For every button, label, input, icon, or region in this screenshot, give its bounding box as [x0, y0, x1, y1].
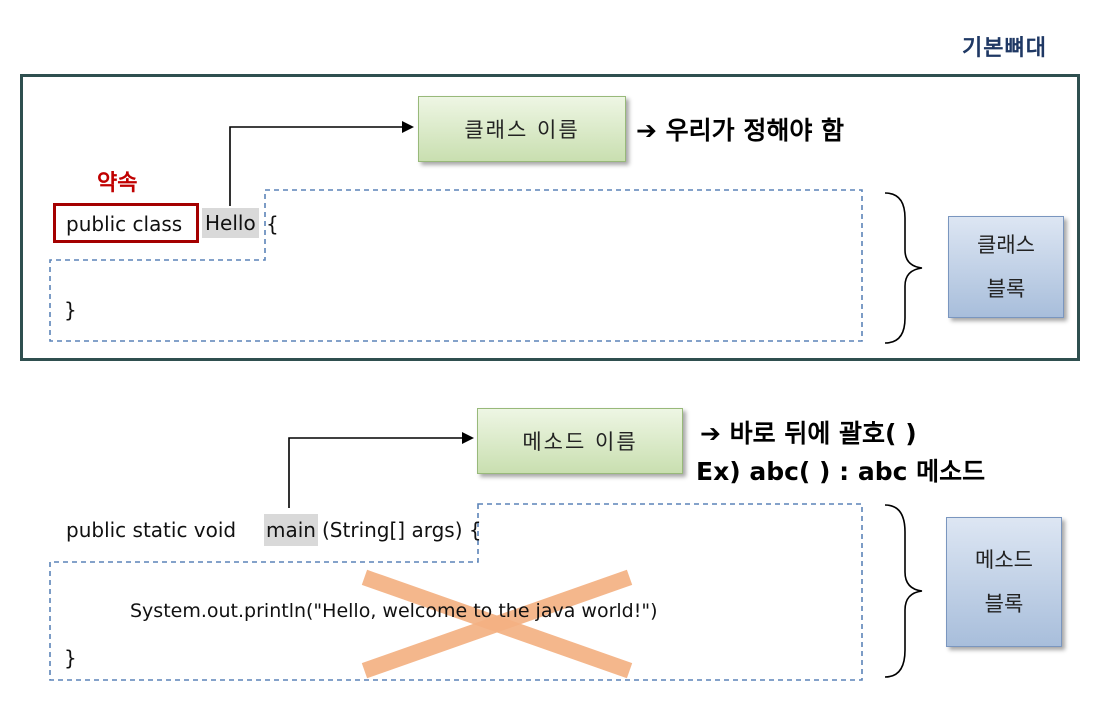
- cross-mark-icon: [361, 569, 633, 679]
- keyword-note: 약속: [97, 171, 138, 196]
- class-keyword-code: public class: [66, 212, 183, 236]
- method-name-label: 메소드 이름: [477, 408, 683, 474]
- method-suffix-code: (String[] args) {: [322, 518, 482, 542]
- class-name-arrow: [229, 121, 414, 206]
- method-prefix-code: public static void: [66, 518, 243, 542]
- method-name-code: main: [264, 514, 318, 546]
- class-block-outline: [49, 189, 863, 342]
- class-name-label: 클래스 이름: [418, 96, 626, 162]
- class-close-brace: }: [64, 298, 77, 322]
- method-name-arrow: [288, 432, 474, 508]
- method-block-label-line1: 메소드: [975, 548, 1033, 572]
- class-section-frame: [20, 74, 1080, 361]
- method-close-brace: }: [64, 646, 77, 670]
- class-open-brace: {: [266, 212, 279, 236]
- method-block-brace: [884, 504, 923, 678]
- method-block-label: 메소드 블록: [946, 517, 1062, 647]
- class-name-code: Hello: [202, 208, 259, 238]
- method-name-note-line1: ➔ 바로 뒤에 괄호( ): [700, 419, 917, 448]
- class-block-brace: [884, 192, 923, 344]
- class-block-label-line1: 클래스: [977, 233, 1035, 257]
- class-block-label-line2: 블록: [986, 277, 1026, 301]
- keyword-highlight-box: [53, 203, 199, 243]
- page-title: 기본뼈대: [962, 36, 1047, 61]
- method-name-note-line2: Ex) abc( ) : abc 메소드: [696, 457, 986, 486]
- method-body-code: System.out.println("Hello, welcome to th…: [130, 600, 658, 622]
- method-block-outline: [49, 503, 863, 681]
- class-name-note: ➔ 우리가 정해야 함: [636, 116, 845, 145]
- class-block-label: 클래스 블록: [948, 216, 1064, 318]
- method-block-label-line2: 블록: [984, 592, 1024, 616]
